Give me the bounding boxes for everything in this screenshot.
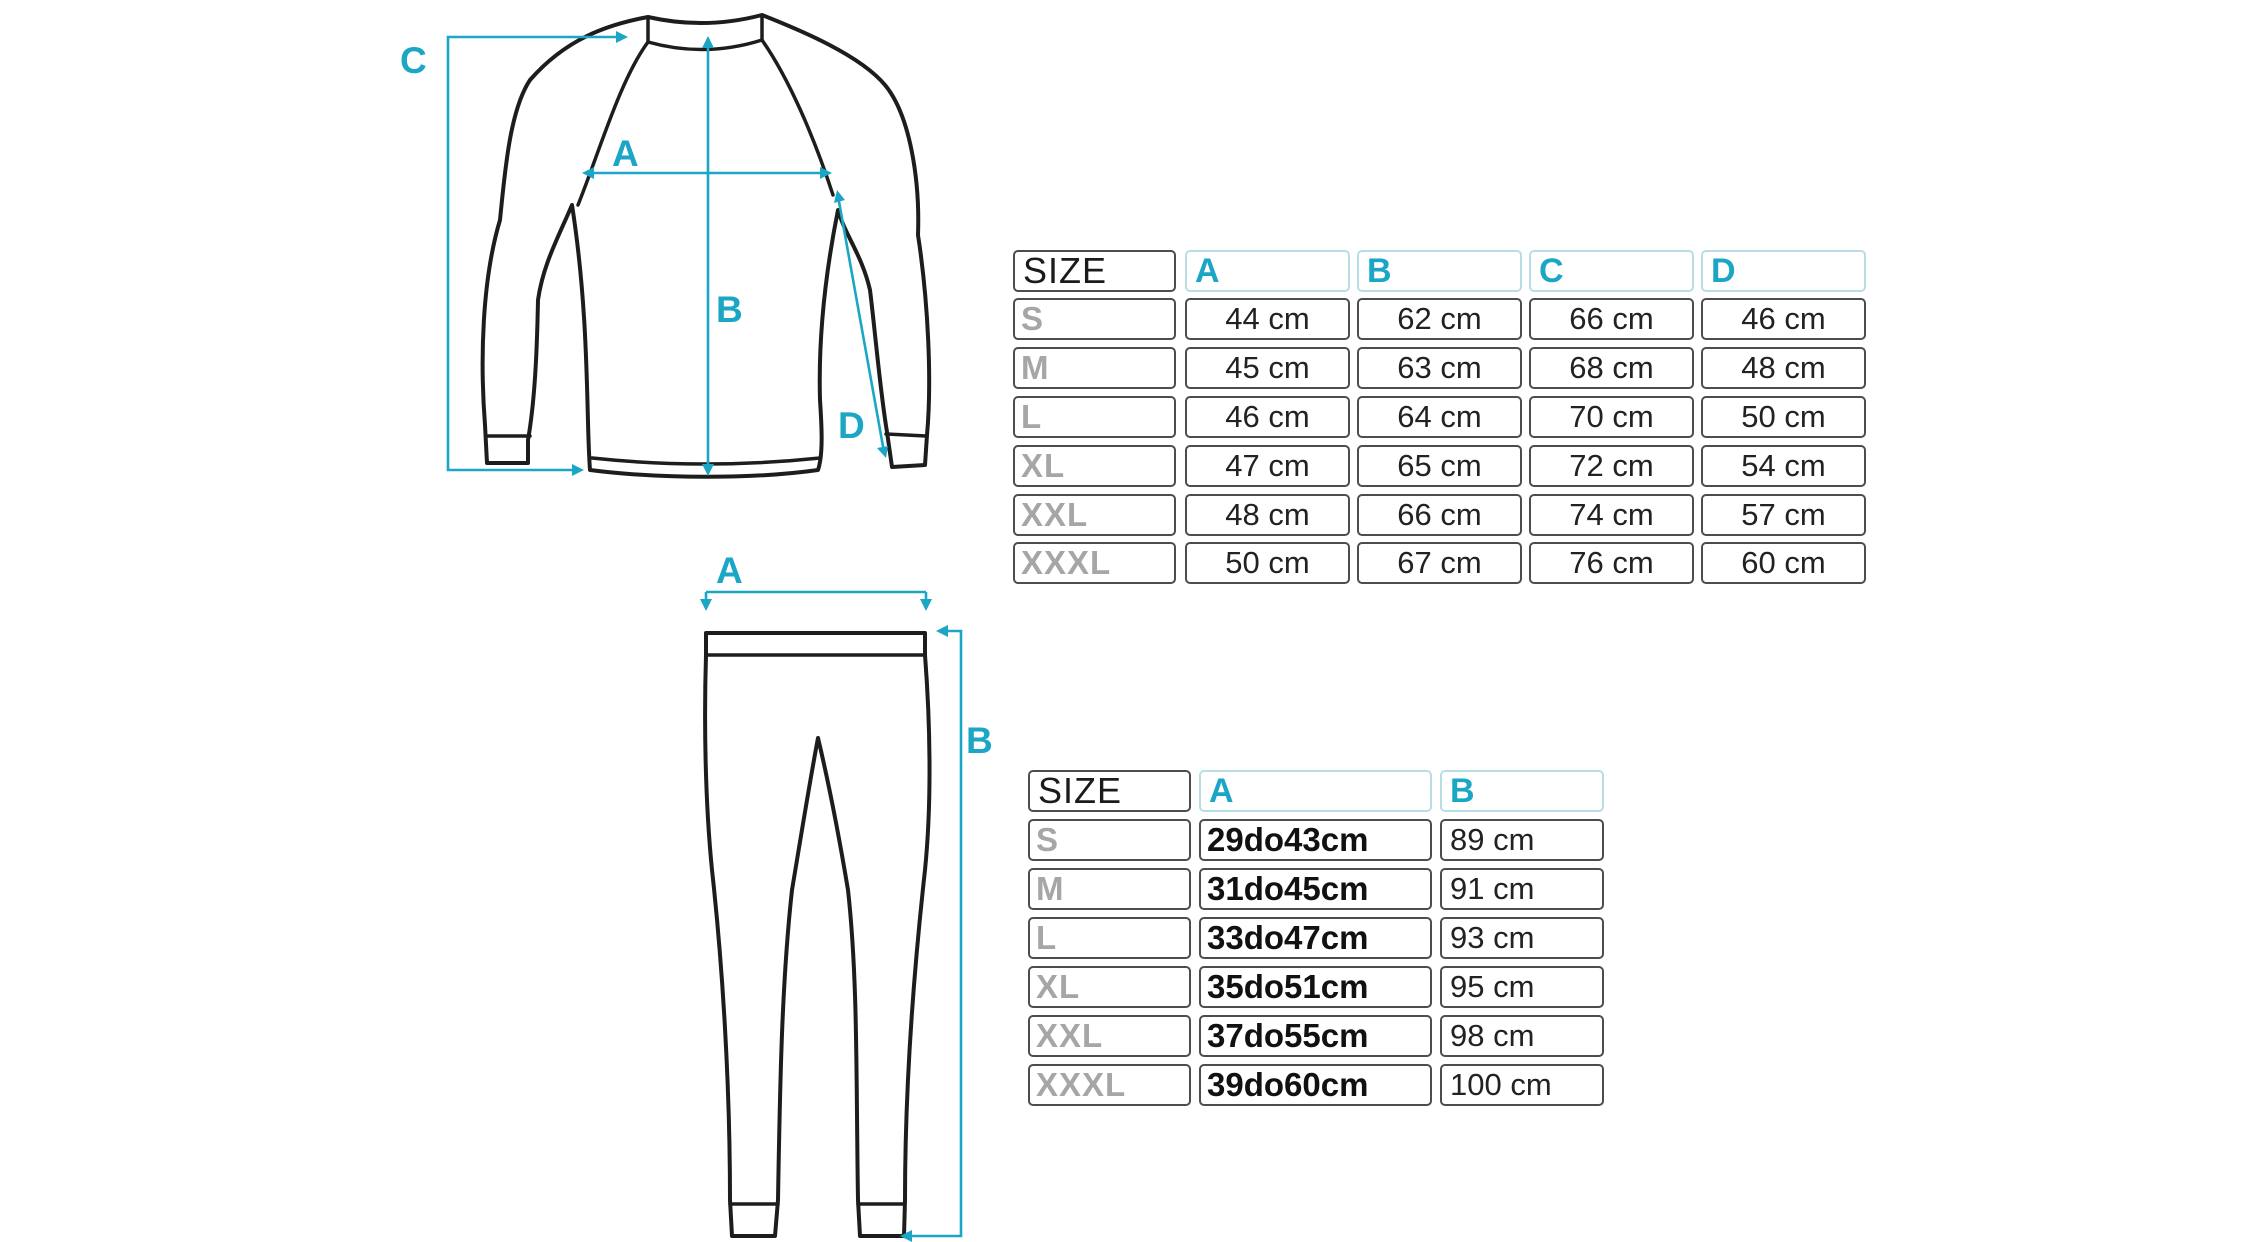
value-cell: 72 cm — [1529, 445, 1694, 487]
value-cell: 54 cm — [1701, 445, 1866, 487]
value-cell: 63 cm — [1357, 347, 1522, 389]
value-cell: 29do43cm — [1199, 819, 1432, 861]
value-cell: 46 cm — [1185, 396, 1350, 438]
shirt-label-b: B — [716, 289, 743, 330]
column-header-b: B — [1440, 770, 1604, 812]
shirt-raglan-left — [576, 40, 650, 207]
value-cell: 57 cm — [1701, 494, 1866, 536]
value-cell: 76 cm — [1529, 542, 1694, 584]
value-cell: 74 cm — [1529, 494, 1694, 536]
column-header-size: SIZE — [1028, 770, 1191, 812]
value-cell: 70 cm — [1529, 396, 1694, 438]
value-cell: 60 cm — [1701, 542, 1866, 584]
value-cell: 35do51cm — [1199, 966, 1432, 1008]
value-cell: 46 cm — [1701, 298, 1866, 340]
shirt-measure-c — [446, 31, 628, 476]
size-cell: XXL — [1013, 494, 1176, 536]
value-cell: 33do47cm — [1199, 917, 1432, 959]
pants-measure-a — [700, 590, 932, 611]
column-header-c: C — [1529, 250, 1694, 292]
shirt-collar-seam — [646, 38, 764, 52]
size-cell: S — [1028, 819, 1191, 861]
pants-label-b: B — [966, 720, 993, 761]
value-cell: 93 cm — [1440, 917, 1604, 959]
size-cell: XXXL — [1028, 1064, 1191, 1106]
value-cell: 89 cm — [1440, 819, 1604, 861]
value-cell: 50 cm — [1701, 396, 1866, 438]
size-cell: M — [1028, 868, 1191, 910]
size-cell: M — [1013, 347, 1176, 389]
shirt-label-a: A — [612, 133, 639, 174]
value-cell: 48 cm — [1701, 347, 1866, 389]
column-header-d: D — [1701, 250, 1866, 292]
value-cell: 48 cm — [1185, 494, 1350, 536]
size-cell: XL — [1028, 966, 1191, 1008]
value-cell: 66 cm — [1529, 298, 1694, 340]
pants-outline — [703, 631, 932, 1238]
value-cell: 64 cm — [1357, 396, 1522, 438]
size-cell: L — [1028, 917, 1191, 959]
value-cell: 37do55cm — [1199, 1015, 1432, 1057]
column-header-size: SIZE — [1013, 250, 1176, 292]
value-cell: 91 cm — [1440, 868, 1604, 910]
size-cell: XXL — [1028, 1015, 1191, 1057]
value-cell: 98 cm — [1440, 1015, 1604, 1057]
value-cell: 66 cm — [1357, 494, 1522, 536]
shirt-measure-b — [702, 36, 714, 476]
value-cell: 31do45cm — [1199, 868, 1432, 910]
value-cell: 50 cm — [1185, 542, 1350, 584]
value-cell: 65 cm — [1357, 445, 1522, 487]
size-cell: XXXL — [1013, 542, 1176, 584]
value-cell: 95 cm — [1440, 966, 1604, 1008]
shirt-measure-d — [834, 190, 888, 458]
shirt-label-d: D — [838, 405, 865, 446]
value-cell: 47 cm — [1185, 445, 1350, 487]
size-cell: L — [1013, 396, 1176, 438]
shirt-label-c: C — [400, 40, 427, 81]
value-cell: 45 cm — [1185, 347, 1350, 389]
column-header-a: A — [1185, 250, 1350, 292]
column-header-a: A — [1199, 770, 1432, 812]
column-header-b: B — [1357, 250, 1522, 292]
size-cell: S — [1013, 298, 1176, 340]
value-cell: 62 cm — [1357, 298, 1522, 340]
pants-measure-b — [900, 625, 963, 1242]
shirt-cuff-right — [884, 432, 928, 438]
value-cell: 68 cm — [1529, 347, 1694, 389]
value-cell: 44 cm — [1185, 298, 1350, 340]
value-cell: 39do60cm — [1199, 1064, 1432, 1106]
pants-label-a: A — [716, 550, 743, 591]
shirt-outline — [480, 13, 932, 479]
size-cell: XL — [1013, 445, 1176, 487]
pants-drawing — [703, 631, 932, 1238]
value-cell: 100 cm — [1440, 1064, 1604, 1106]
value-cell: 67 cm — [1357, 542, 1522, 584]
